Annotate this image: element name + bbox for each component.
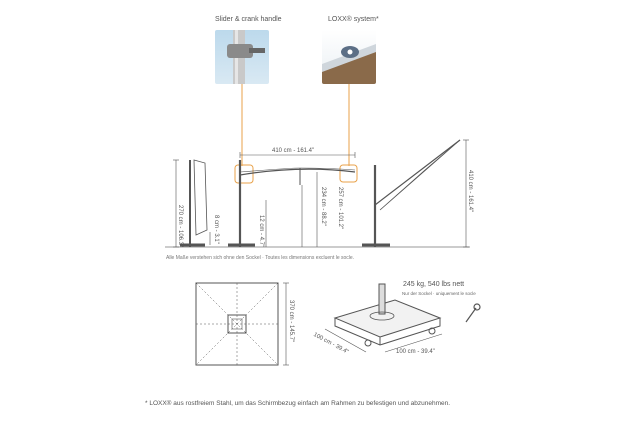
- width-dimension: 410 cm - 161.4": [272, 148, 315, 154]
- wrench-icon: [465, 303, 481, 323]
- footnote: * LOXX® aus rostfreiem Stahl, um das Sch…: [145, 400, 451, 407]
- pole-height-dimension: 12 cm - 4.7": [258, 215, 264, 248]
- base-weight-note: Nur der Sockel · uniquement le socle: [402, 291, 476, 296]
- dimensions-note: Alle Maße verstehen sich ohne den Sockel…: [166, 255, 355, 261]
- umbrella-open: [228, 152, 356, 247]
- clearance-dimension: 8 cm - 3.1": [213, 215, 219, 244]
- slider-crank-label: Slider & crank handle: [215, 16, 282, 23]
- tilt-height-dimension: 410 cm - 161.4": [467, 170, 473, 213]
- slider-crank-photo: [215, 30, 269, 84]
- closed-height-dimension: 270 cm - 106.3": [177, 205, 183, 248]
- umbrella-tilted: [362, 139, 469, 248]
- canopy-height-b-dimension: 257 cm - 101.2": [337, 187, 343, 230]
- umbrella-closed: [173, 159, 211, 248]
- base-perspective: [324, 283, 443, 353]
- callout-connectors: [234, 82, 358, 184]
- loxx-system-label: LOXX® system*: [328, 16, 379, 23]
- loxx-system-photo: [322, 30, 376, 84]
- canopy-size-dimension: 370 cm - 145.7": [288, 300, 294, 343]
- canopy-height-a-dimension: 234 cm - 88.2": [320, 187, 326, 226]
- top-view-square: [195, 282, 289, 366]
- base-weight: 245 kg, 540 lbs nett: [403, 281, 465, 288]
- base-width-dimension: 100 cm - 39.4": [396, 349, 435, 355]
